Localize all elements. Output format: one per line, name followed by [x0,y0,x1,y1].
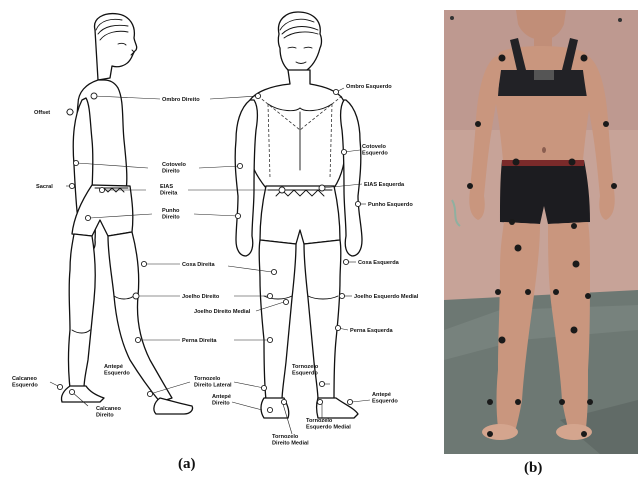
marker-perna-dir-front [267,337,272,342]
label-sacral: Sacral [36,184,53,190]
marker-punho-dir-front [235,213,240,218]
photo-marker [525,289,531,295]
marker-antepe-dir-front [267,407,272,412]
label-offset: Offset [34,110,50,116]
caption-b: (b) [524,460,542,477]
marker-cotovelo-dir-front [237,163,242,168]
photo-marker [571,327,578,334]
marker-tornozelo-dir-lat [261,385,266,390]
marker-ombro-direito-front [255,93,260,98]
photo-marker [499,337,506,344]
marker-coxa-esq [343,259,348,264]
photo-marker [513,159,520,166]
photo-marker [487,399,493,405]
marker-calcaneo-esq [57,384,62,389]
marker-joelho-side [133,293,139,299]
marker-ombro-direito-side [91,93,97,99]
photo-marker [467,183,473,189]
photo-marker [603,121,609,127]
marker-cotovelo-esq [341,149,346,154]
marker-antepe-side [147,391,152,396]
label-coxa-direita: Coxa Direita [182,262,216,268]
photo-marker [559,399,565,405]
photo-marker [487,431,493,437]
marker-joelho-dir-medial [283,299,288,304]
photo-marker [475,121,481,127]
marker-calcaneo-dir [69,389,74,394]
marker-sacral [69,183,74,188]
caption-a: (a) [178,456,196,473]
photo-marker [495,289,501,295]
photo-marker [499,55,506,62]
photo-marker [515,399,521,405]
photo-marker [573,261,580,268]
marker-tornozelo-esq [319,381,324,386]
marker-joelho-dir-front [267,293,272,298]
marker-punho-esq [355,201,360,206]
label-joelho-direito-medial: Joelho Direito Medial [194,309,251,315]
photo-marker [571,223,577,229]
photo-marker [509,219,515,225]
photo-marker [587,399,593,405]
label-joelho-direito: Joelho Direito [182,294,220,300]
marker-tornozelo-esq-medial [317,399,322,404]
photo-marker [553,289,559,295]
label-joelho-esquerdo-medial: Joelho Esquerdo Medial [354,294,419,300]
photo-marker [569,159,576,166]
marker-eias-esq [319,185,325,191]
marker-antepe-esq-front [347,399,352,404]
marker-coxa-dir-front [271,269,276,274]
marker-perna-side [135,337,140,342]
photo-marker [611,183,617,189]
label-perna-direita: Perna Direita [182,338,217,344]
photo-marker [581,431,587,437]
label-eias-esquerda: EIAS Esquerda [364,182,405,188]
marker-eias-side [99,187,104,192]
marker-coxa-side [141,261,146,266]
label-coxa-esquerda: Coxa Esquerda [358,260,400,266]
photo-marker [585,293,591,299]
marker-cotovelo-direito-side [73,160,78,165]
label-punho-esquerdo: Punho Esquerdo [368,202,413,208]
label-ombro-esquerdo: Ombro Esquerdo [346,84,392,90]
marker-offset [67,109,73,115]
photo-marker [515,245,522,252]
front-view-figure [235,12,362,418]
label-perna-esquerda: Perna Esquerda [350,328,393,334]
photo-marker [581,55,588,62]
marker-tornozelo-dir-medial [281,399,286,404]
marker-eias-dir-front [279,187,285,193]
marker-joelho-esq-medial [339,293,344,298]
marker-perna-esq [335,325,340,330]
marker-punho-side [85,215,90,220]
marker-ombro-esquerdo [333,89,338,94]
panel-b-photo [444,10,638,454]
label-ombro-direito: Ombro Direito [162,97,200,103]
